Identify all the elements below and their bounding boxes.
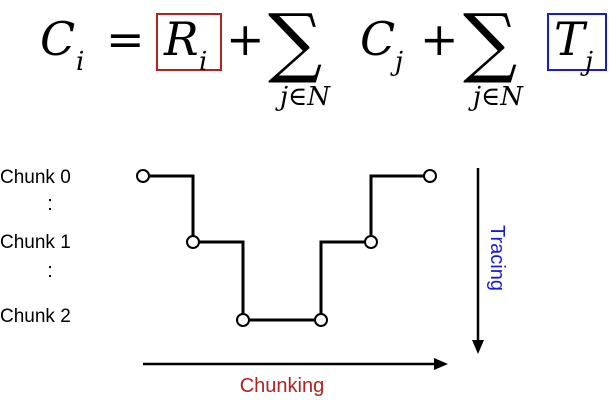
- path-node: [314, 313, 328, 327]
- equation: C i = R i + ∑ j∈N C j + ∑ j∈N T j: [40, 0, 607, 112]
- term3-box: [547, 13, 607, 71]
- lhs-symbol: C: [40, 12, 75, 66]
- step-path: [136, 169, 437, 327]
- plus-sign-1: +: [226, 12, 265, 66]
- row-gap-mark-2: :: [47, 260, 53, 282]
- path-node: [186, 235, 200, 249]
- summation-symbol-1: ∑: [268, 0, 322, 86]
- row-label-chunk-2: Chunk 2: [0, 306, 71, 327]
- summation-symbol-2: ∑: [463, 0, 517, 86]
- term1-subscript: i: [199, 47, 207, 77]
- plus-sign-2: +: [420, 12, 459, 66]
- tracing-label: Tracing: [486, 225, 508, 291]
- summation-index-2: j∈N: [468, 82, 524, 112]
- term1-symbol: R: [163, 12, 199, 66]
- chunking-axis: Chunking: [143, 358, 448, 397]
- lhs-subscript: i: [76, 47, 84, 77]
- tracing-arrow-head: [472, 340, 484, 354]
- path-node: [136, 169, 150, 183]
- path-node: [423, 169, 437, 183]
- term1-box: [156, 13, 222, 71]
- step-path-line: [143, 174, 430, 322]
- chunking-label: Chunking: [240, 375, 325, 397]
- term2-symbol: C: [360, 12, 395, 66]
- summation-index-1: j∈N: [275, 82, 331, 112]
- row-label-chunk-0: Chunk 0: [0, 167, 71, 188]
- row-label-chunk-1: Chunk 1: [0, 232, 71, 253]
- path-node: [364, 235, 378, 249]
- path-node: [236, 313, 250, 327]
- chunking-arrow-head: [434, 358, 448, 370]
- equals-sign: =: [106, 12, 145, 66]
- tracing-axis: Tracing: [472, 168, 508, 354]
- row-gap-mark-1: :: [47, 193, 53, 215]
- term3-symbol: T: [554, 12, 588, 66]
- row-labels: Chunk 0 : Chunk 1 : Chunk 2: [0, 167, 71, 327]
